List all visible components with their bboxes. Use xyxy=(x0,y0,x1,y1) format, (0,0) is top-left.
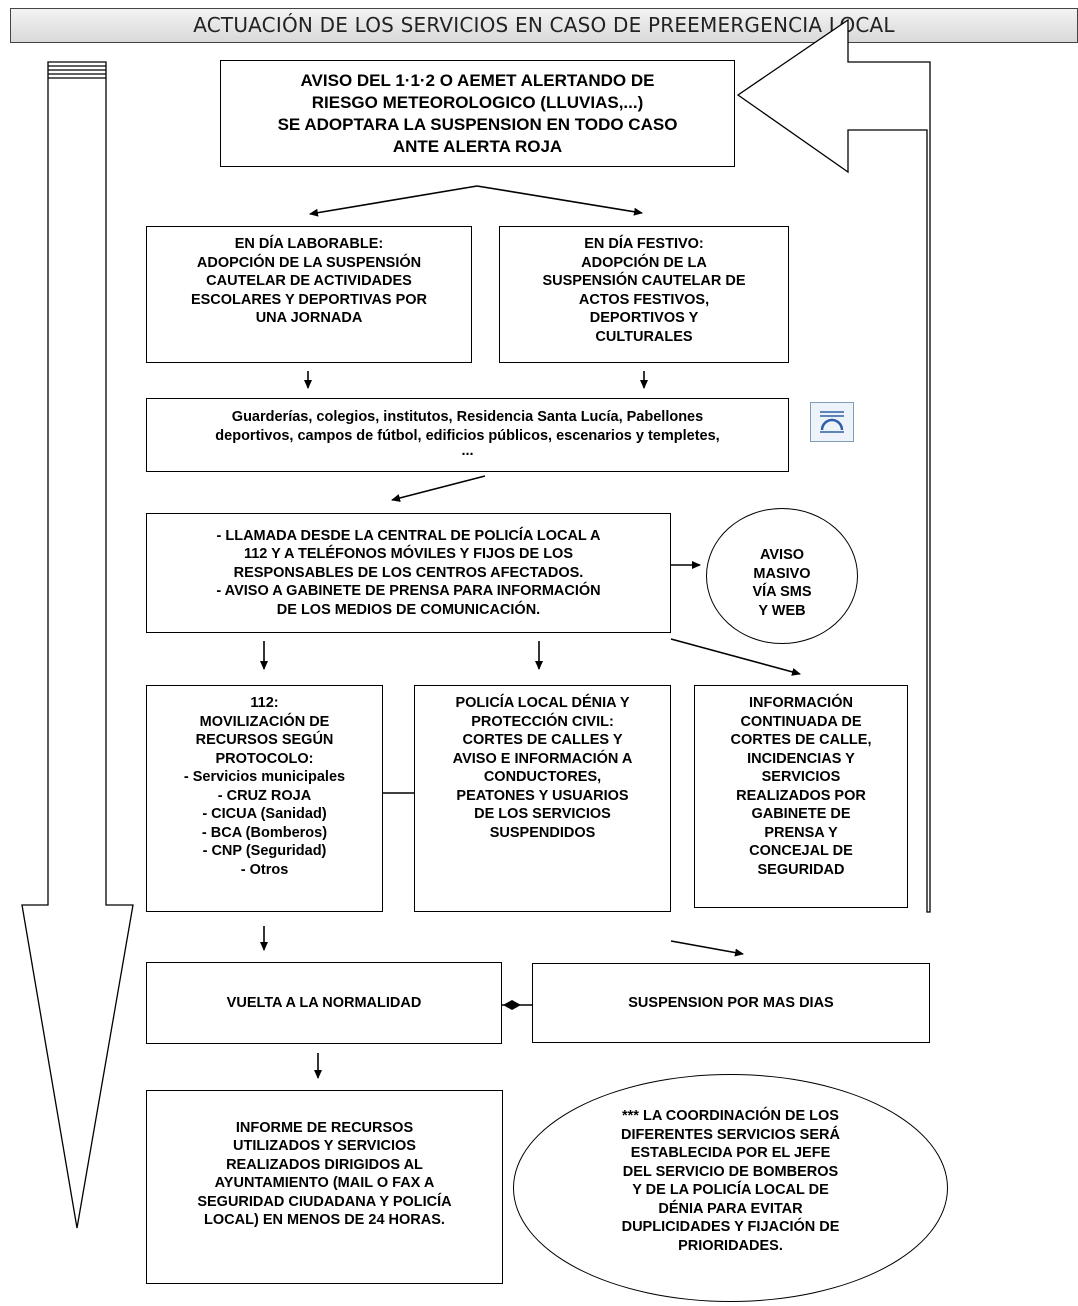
policia-local-box: POLICÍA LOCAL DÉNIA Y PROTECCIÓN CIVIL: … xyxy=(414,685,671,912)
movilizacion-112-box: 112: MOVILIZACIÓN DE RECURSOS SEGÚN PROT… xyxy=(146,685,383,912)
arrow-aviso-laborable xyxy=(309,185,478,217)
document-icon xyxy=(810,402,854,442)
centros-afectados-box: Guarderías, colegios, institutos, Reside… xyxy=(146,398,789,472)
llamada-central-box: - LLAMADA DESDE LA CENTRAL DE POLICÍA LO… xyxy=(146,513,671,633)
arrow-aviso-festivo xyxy=(476,185,643,216)
arrow-centros-llamada xyxy=(391,475,486,502)
page-title: ACTUACIÓN DE LOS SERVICIOS EN CASO DE PR… xyxy=(10,8,1078,43)
arrow-llamada-informacion xyxy=(670,638,801,676)
coordinacion-ellipse: *** LA COORDINACIÓN DE LOS DIFERENTES SE… xyxy=(513,1074,948,1302)
return-arrow xyxy=(736,18,931,913)
suspension-mas-dias-box: SUSPENSION POR MAS DIAS xyxy=(532,963,930,1043)
connector-lines xyxy=(260,185,801,1079)
aviso-masivo-ellipse: AVISO MASIVO VÍA SMS Y WEB xyxy=(706,508,858,644)
informe-recursos-box: INFORME DE RECURSOS UTILIZADOS Y SERVICI… xyxy=(146,1090,503,1284)
big-down-arrow xyxy=(21,61,134,1229)
arrow-to-suspension xyxy=(670,940,744,957)
dia-laborable-box: EN DÍA LABORABLE: ADOPCIÓN DE LA SUSPENS… xyxy=(146,226,472,363)
aviso-box: AVISO DEL 1·1·2 O AEMET ALERTANDO DE RIE… xyxy=(220,60,735,167)
dia-festivo-box: EN DÍA FESTIVO: ADOPCIÓN DE LA SUSPENSIÓ… xyxy=(499,226,789,363)
diamond-connector xyxy=(503,1000,521,1010)
vuelta-normalidad-box: VUELTA A LA NORMALIDAD xyxy=(146,962,502,1044)
informacion-continuada-box: INFORMACIÓN CONTINUADA DE CORTES DE CALL… xyxy=(694,685,908,908)
